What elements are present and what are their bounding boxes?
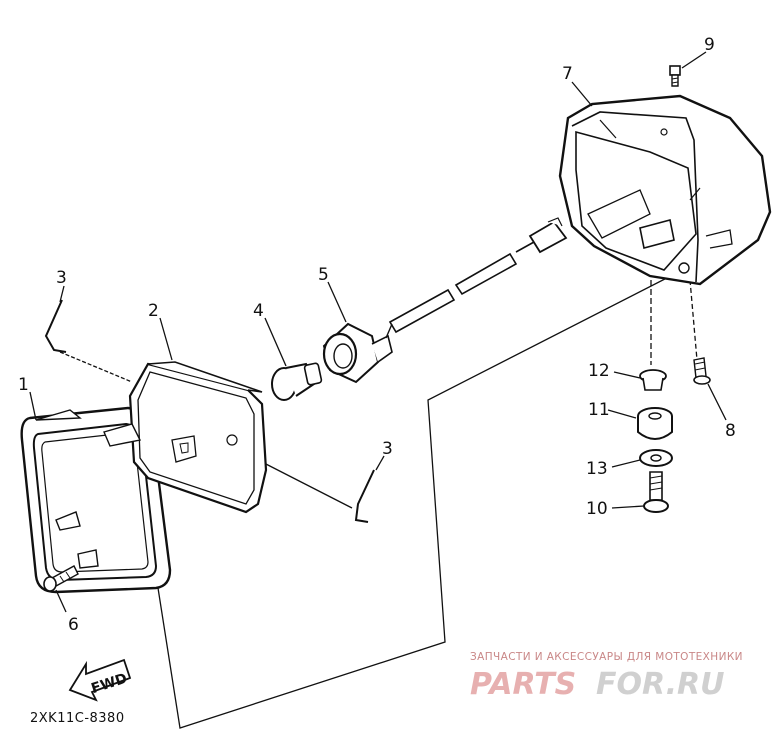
callout-4: 4 <box>253 301 264 321</box>
callout-13: 13 <box>586 459 608 479</box>
spring-clip-lower <box>354 469 375 523</box>
watermark-tagline: ЗАПЧАСТИ И АКСЕССУАРЫ ДЛЯ МОТОТЕХНИКИ <box>470 651 743 663</box>
callout-2: 2 <box>148 301 159 321</box>
callouts: 1 2 3 3 4 5 6 7 8 9 10 11 12 13 <box>18 35 736 635</box>
callout-11: 11 <box>588 400 610 420</box>
bolt <box>643 471 669 513</box>
callout-10: 10 <box>586 499 608 519</box>
callout-6: 6 <box>68 615 79 635</box>
screw-top <box>669 65 681 87</box>
callout-1: 1 <box>18 375 29 395</box>
reference-code: 2XK11C-8380 <box>30 711 125 726</box>
leader-lines <box>29 51 727 613</box>
callout-8: 8 <box>725 421 736 441</box>
callout-9: 9 <box>704 35 715 55</box>
callout-5: 5 <box>318 265 329 285</box>
callout-7: 7 <box>562 64 573 84</box>
wiring-harness <box>385 217 568 339</box>
watermark-logo-parts: PARTS <box>470 667 576 702</box>
screw-right <box>693 357 711 385</box>
callout-3-upper: 3 <box>56 268 67 288</box>
grommet <box>637 407 673 440</box>
washer <box>639 449 673 467</box>
headlight-unit <box>103 361 268 514</box>
bulb <box>271 362 323 401</box>
callout-3-lower: 3 <box>382 439 393 459</box>
watermark: ЗАПЧАСТИ И АКСЕССУАРЫ ДЛЯ МОТОТЕХНИКИ PA… <box>470 651 743 702</box>
spring-clip-upper <box>44 299 67 353</box>
assembly-lines <box>59 257 707 729</box>
collar <box>639 369 667 391</box>
fwd-arrow: FWD <box>68 658 132 702</box>
callout-12: 12 <box>588 361 610 381</box>
headlight-housing <box>558 94 772 286</box>
screw-left <box>43 565 79 592</box>
bulb-socket <box>322 322 393 384</box>
watermark-logo-for: FOR.RU <box>596 667 725 702</box>
